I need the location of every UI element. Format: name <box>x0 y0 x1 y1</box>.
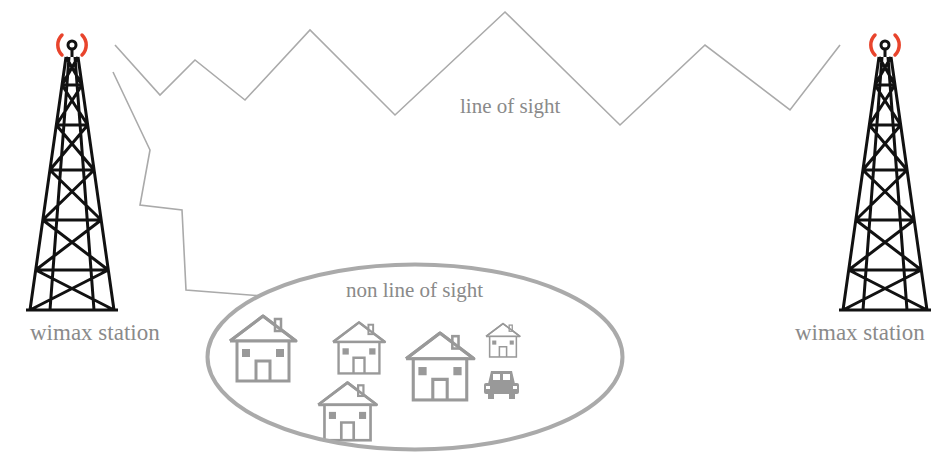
station-label: wimax station <box>30 320 160 346</box>
house-icon <box>406 333 474 400</box>
signal-bolt <box>113 72 259 296</box>
station-label: wimax station <box>795 320 925 346</box>
tower-icon <box>26 35 118 310</box>
house-icon <box>318 383 376 441</box>
station-node: wimax station <box>775 30 945 348</box>
station-node: wimax station <box>5 30 185 348</box>
house-icon <box>230 316 296 381</box>
tower-icon <box>839 35 931 310</box>
house-icon <box>486 324 520 357</box>
region-ellipse: non line of sight <box>205 262 625 452</box>
car-icon <box>484 371 519 399</box>
edge-label: line of sight <box>457 94 563 119</box>
signal-zigzag <box>115 12 840 125</box>
house-icon <box>333 322 385 373</box>
nlos-region: non line of sight <box>346 278 483 303</box>
